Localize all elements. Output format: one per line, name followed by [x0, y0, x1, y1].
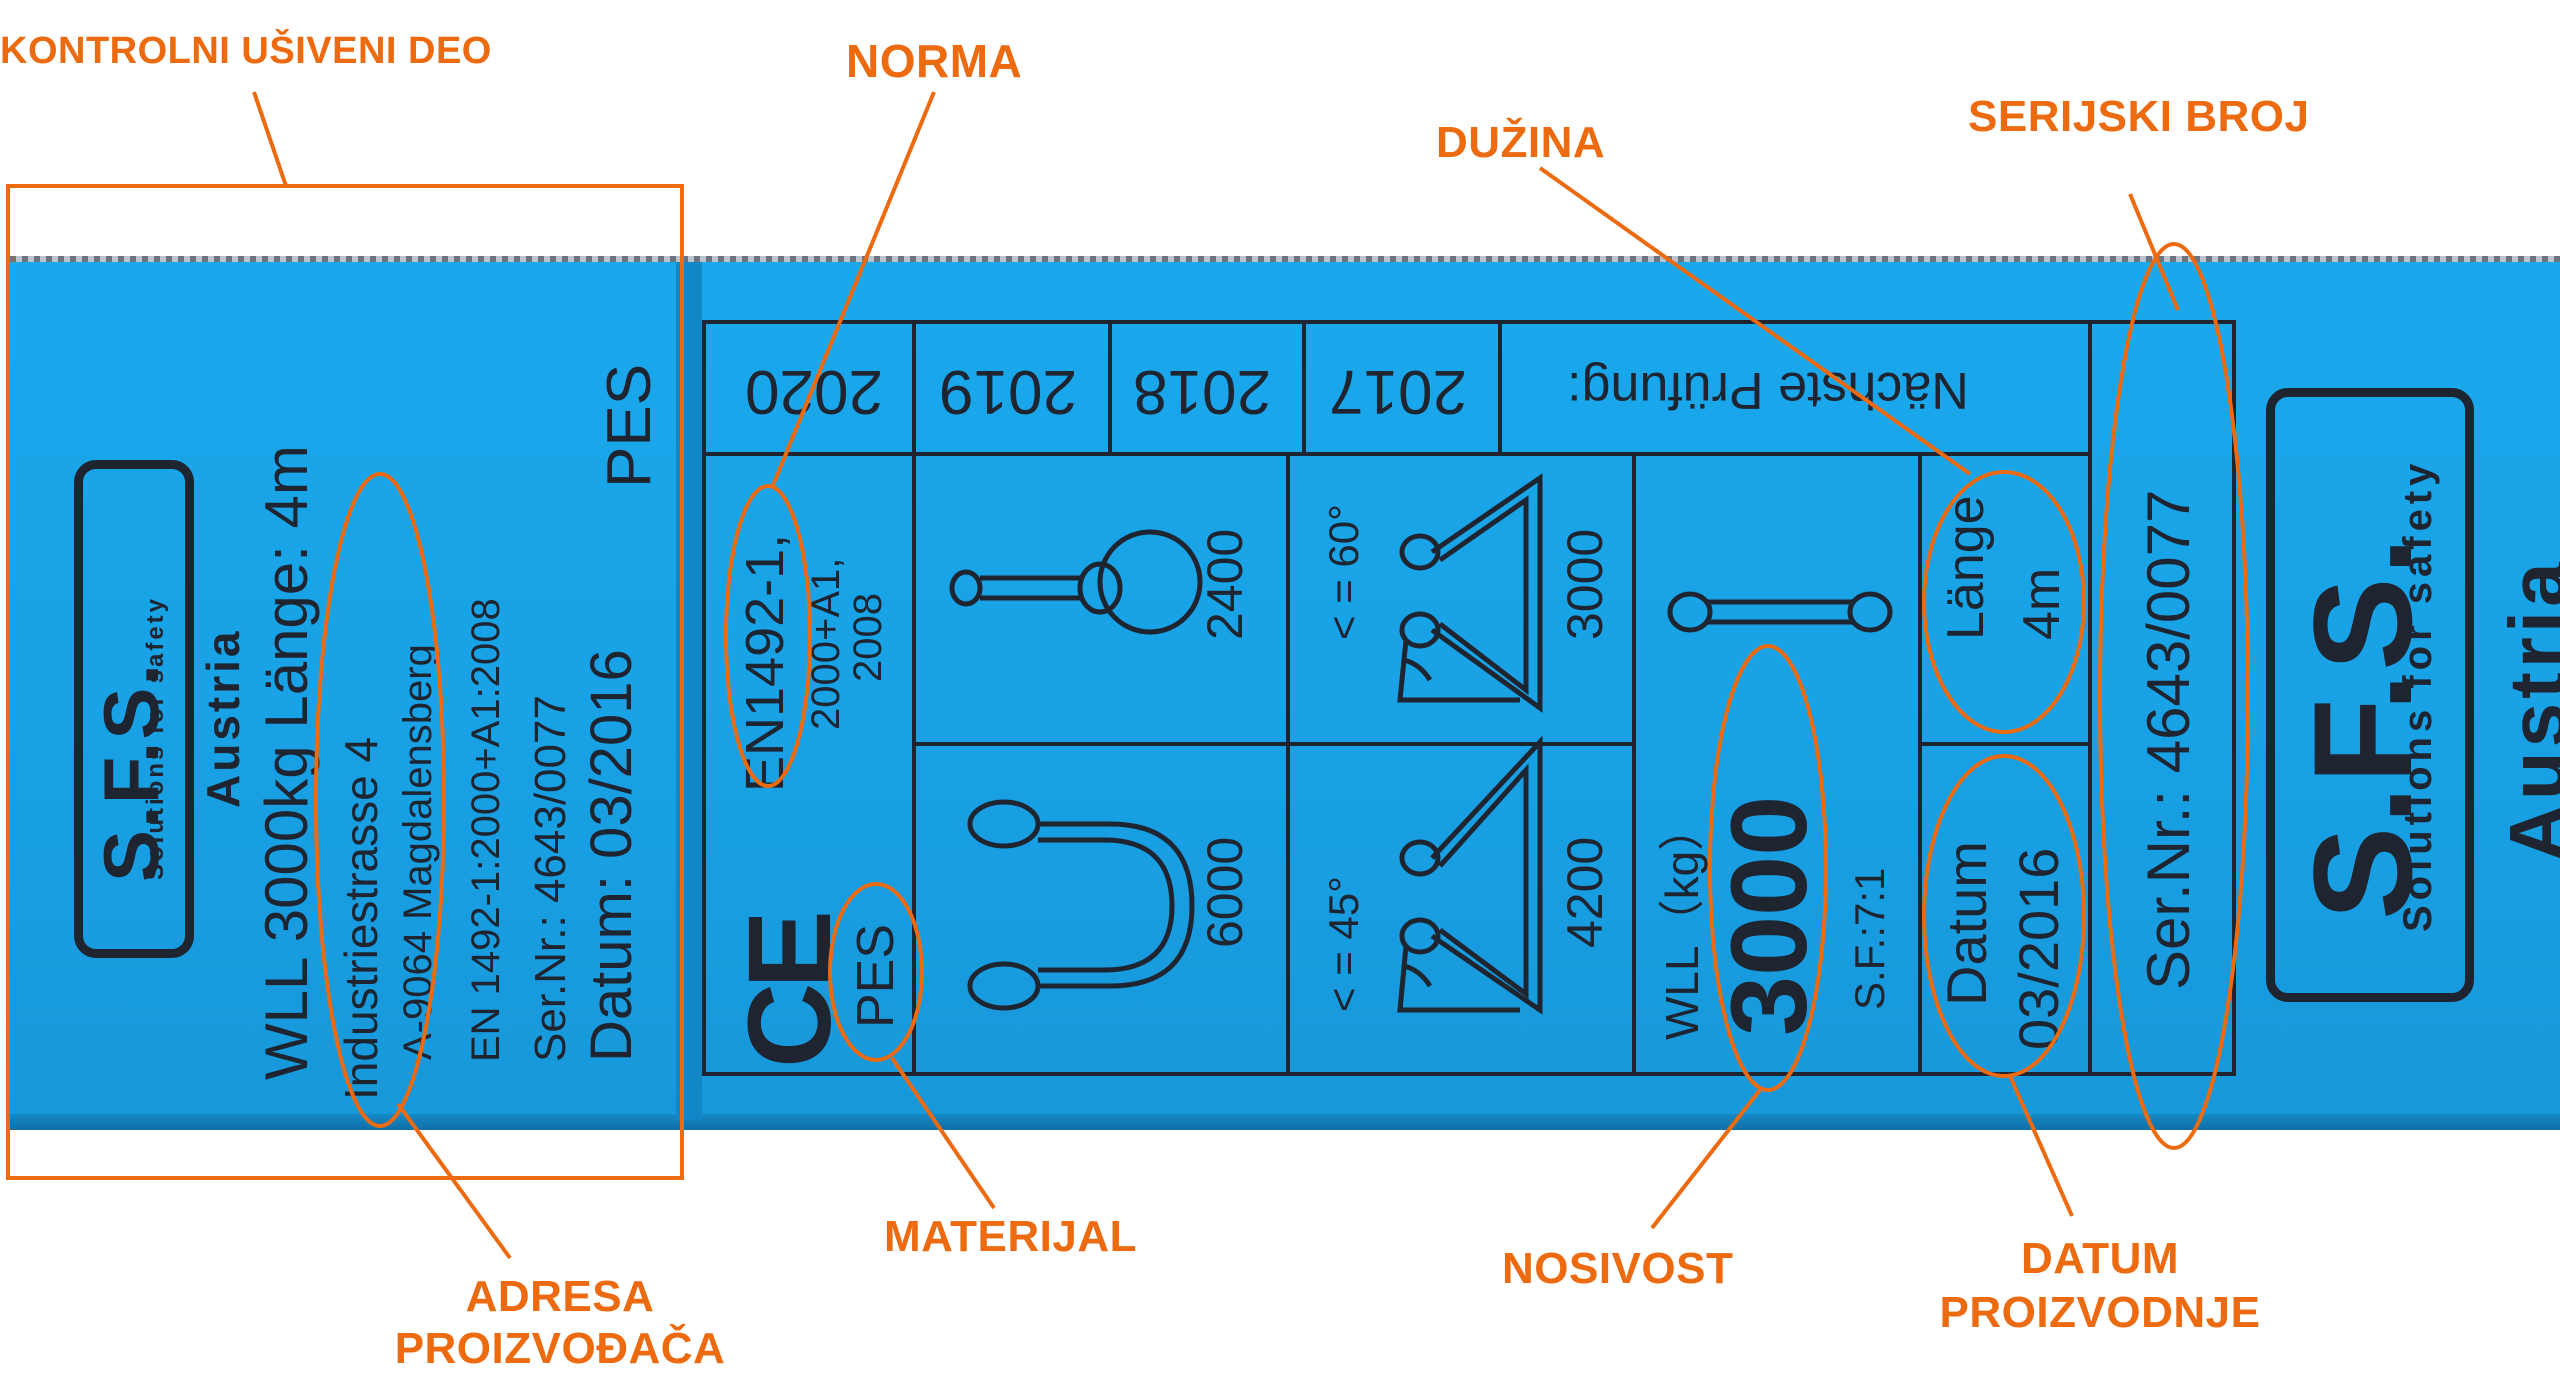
duzina-leader — [1538, 166, 1972, 476]
datum-ellipse — [1922, 754, 2086, 1078]
straight-sling-icon — [1667, 591, 1893, 633]
serijski-ellipse — [2098, 242, 2250, 1150]
choke-hitch-icon — [949, 529, 1203, 635]
serijski-leader — [2128, 193, 2180, 311]
label-kontrolni: KONTROLNI UŠIVENI DEO — [0, 30, 492, 72]
label-nosivost: NOSIVOST — [1502, 1244, 1734, 1293]
basket-icon — [967, 799, 1195, 1011]
duzina-ellipse — [1922, 470, 2086, 734]
strap-top-edge — [10, 256, 2560, 264]
kontrolni-leader — [252, 91, 288, 187]
materijal-leader — [890, 1056, 996, 1210]
label-datum-1: DATUM — [2020, 1234, 2180, 1283]
adresa-leader — [396, 1102, 512, 1260]
label-adresa-2: PROIZVOĐAČA — [394, 1324, 726, 1373]
left-logo-box — [74, 460, 194, 958]
angle45-icon — [1397, 735, 1543, 1015]
kontrolni-box — [6, 184, 684, 1180]
label-norma: NORMA — [846, 35, 1023, 87]
label-serijski: SERIJSKI BROJ — [1968, 92, 2310, 141]
label-datum-2: PROIZVODNJE — [1939, 1288, 2261, 1337]
materijal-ellipse — [828, 882, 924, 1062]
angle60-icon — [1397, 473, 1543, 713]
label-materijal: MATERIJAL — [884, 1212, 1138, 1261]
right-logo-box — [2266, 388, 2474, 1002]
label-duzina: DUŽINA — [1436, 118, 1606, 167]
adresa-ellipse — [314, 472, 446, 1128]
strap-bottom-edge — [10, 1114, 2560, 1130]
nosivost-leader — [1650, 1088, 1762, 1230]
datum-leader — [2008, 1075, 2074, 1217]
nosivost-ellipse — [1708, 644, 1828, 1092]
label-adresa-1: ADRESA — [465, 1272, 655, 1321]
norma-ellipse — [724, 484, 812, 788]
norma-leader — [770, 91, 936, 489]
